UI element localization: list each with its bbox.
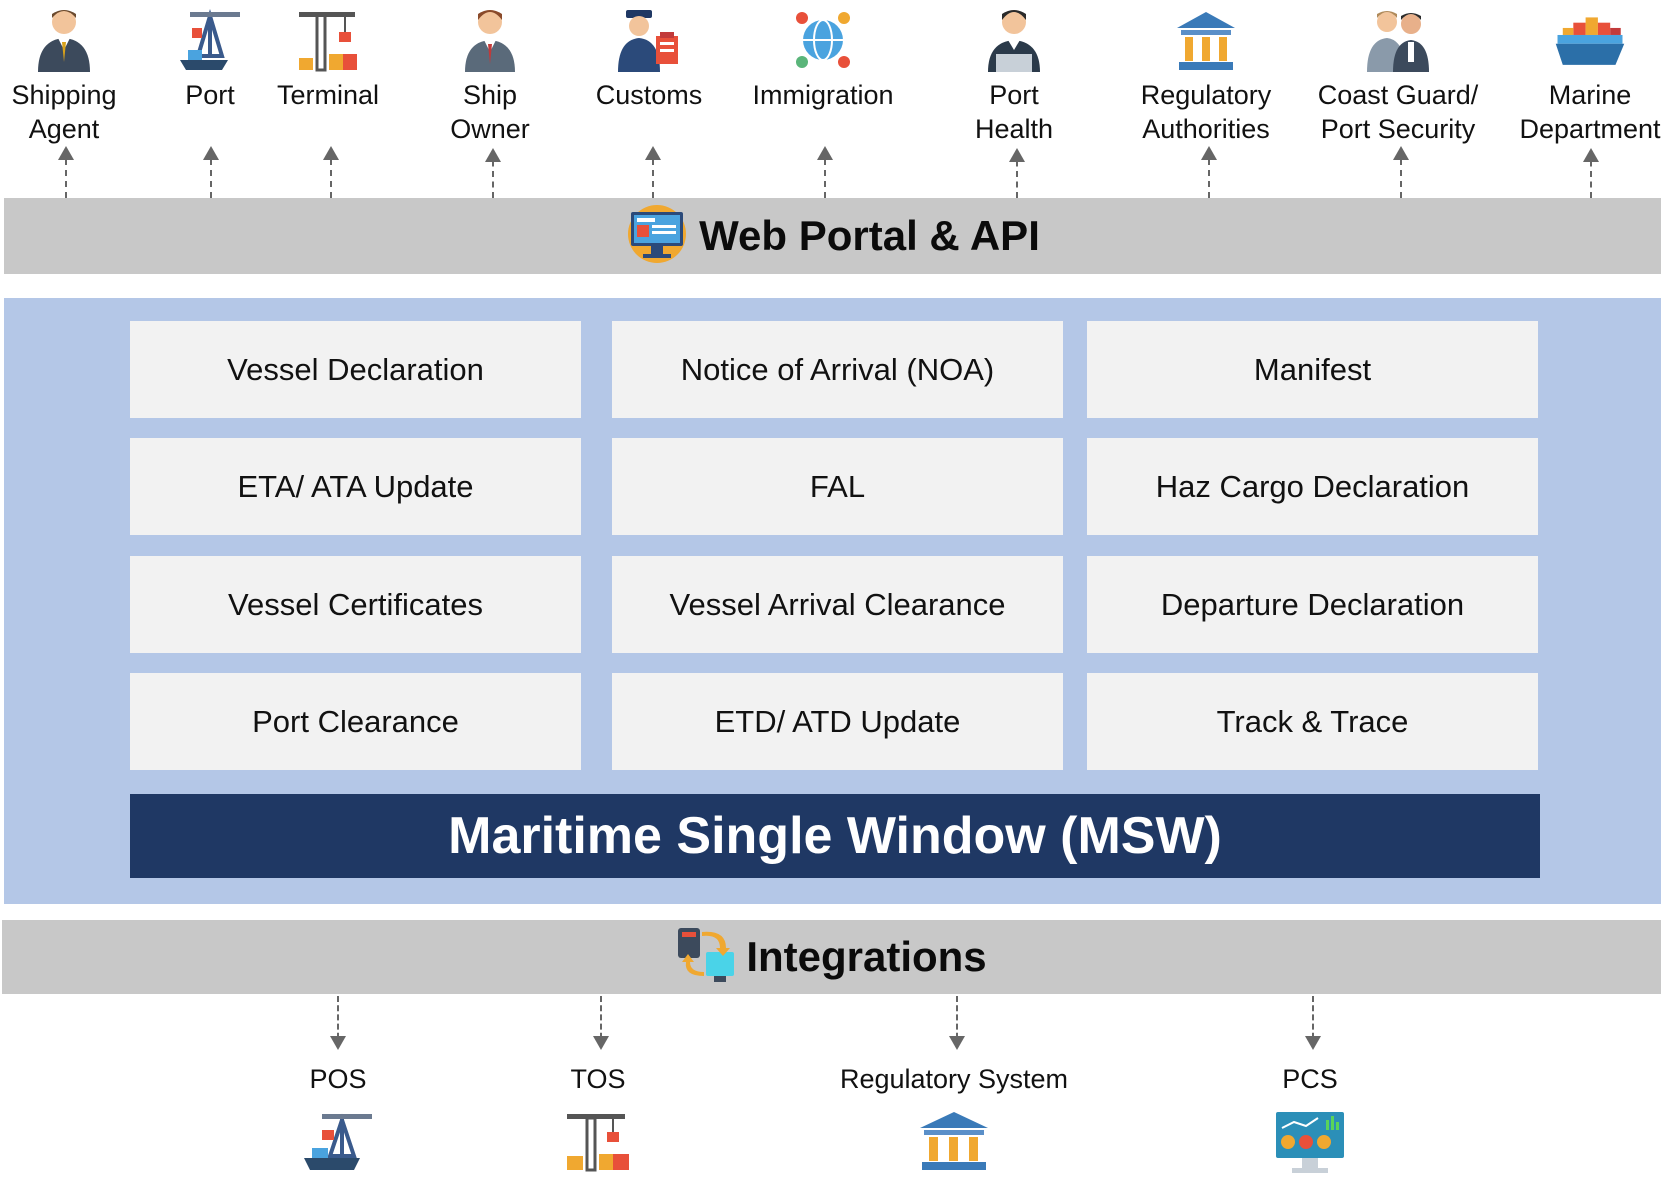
system-label: Regulatory System bbox=[839, 1064, 1069, 1094]
web-portal-icon bbox=[625, 204, 689, 269]
integrations-title: Integrations bbox=[746, 933, 987, 980]
stakeholder-label: Coast Guard/ Port Security bbox=[1317, 80, 1479, 144]
module-fal: FAL bbox=[612, 438, 1063, 535]
arrow-down-pos bbox=[330, 996, 346, 1050]
globe-network-icon bbox=[787, 0, 859, 72]
port-crane-icon bbox=[300, 1110, 376, 1182]
arrow-up-shipping-agent bbox=[58, 146, 74, 198]
terminal-crane-icon bbox=[560, 1110, 636, 1182]
module-vessel-certificates: Vessel Certificates bbox=[130, 556, 581, 653]
health-officer-icon bbox=[978, 0, 1050, 72]
system-tos: TOS bbox=[478, 1062, 718, 1182]
module-vessel-arrival-clearance: Vessel Arrival Clearance bbox=[612, 556, 1063, 653]
stakeholder-marine-department: Marine Department bbox=[1500, 0, 1661, 146]
module-vessel-declaration: Vessel Declaration bbox=[130, 321, 581, 418]
module-track-and-trace: Track & Trace bbox=[1087, 673, 1538, 770]
integrations-band: Integrations bbox=[2, 920, 1661, 994]
customs-officer-icon bbox=[613, 0, 685, 72]
stakeholder-customs: Customs bbox=[559, 0, 739, 112]
stakeholder-label: Regulatory Authorities bbox=[1140, 80, 1272, 144]
msw-title: Maritime Single Window (MSW) bbox=[130, 794, 1540, 878]
arrow-up-customs bbox=[645, 146, 661, 198]
stakeholder-label: Port bbox=[185, 80, 235, 110]
arrow-down-regulatory-system bbox=[949, 996, 965, 1050]
dashboard-monitor-icon bbox=[1272, 1110, 1348, 1182]
ship-owner-icon bbox=[454, 0, 526, 72]
arrow-up-ship-owner bbox=[485, 148, 501, 198]
businessman-icon bbox=[28, 0, 100, 72]
arrow-up-marine-department bbox=[1583, 148, 1599, 198]
arrow-up-regulatory-authorities bbox=[1201, 146, 1217, 198]
stakeholder-ship-owner: Ship Owner bbox=[400, 0, 580, 146]
system-pos: POS bbox=[218, 1062, 458, 1182]
system-regulatory-system: Regulatory System bbox=[834, 1062, 1074, 1182]
stakeholder-label: Ship Owner bbox=[450, 80, 530, 144]
arrow-down-tos bbox=[593, 996, 609, 1050]
stakeholder-shipping-agent: Shipping Agent bbox=[0, 0, 154, 146]
module-departure-declaration: Departure Declaration bbox=[1087, 556, 1538, 653]
integration-icon bbox=[676, 926, 736, 989]
system-pcs: PCS bbox=[1190, 1062, 1430, 1182]
stakeholder-immigration: Immigration bbox=[733, 0, 913, 112]
stakeholder-port-health: Port Health bbox=[924, 0, 1104, 146]
stakeholder-label: Terminal bbox=[276, 80, 380, 110]
web-portal-band: Web Portal & API bbox=[4, 198, 1661, 274]
stakeholder-coast-guard: Coast Guard/ Port Security bbox=[1308, 0, 1488, 146]
cargo-ship-icon bbox=[1554, 0, 1626, 72]
system-label: TOS bbox=[570, 1064, 626, 1094]
security-team-icon bbox=[1362, 0, 1434, 72]
system-label: PCS bbox=[1282, 1064, 1338, 1094]
arrow-up-port bbox=[203, 146, 219, 198]
arrow-up-immigration bbox=[817, 146, 833, 198]
stakeholder-regulatory-authorities: Regulatory Authorities bbox=[1116, 0, 1296, 146]
stakeholder-port: Port bbox=[120, 0, 300, 112]
terminal-crane-icon bbox=[292, 0, 364, 72]
stakeholder-label: Immigration bbox=[752, 80, 894, 110]
system-label: POS bbox=[309, 1064, 367, 1094]
stakeholder-label: Customs bbox=[595, 80, 703, 110]
arrow-up-coast-guard bbox=[1393, 146, 1409, 198]
module-manifest: Manifest bbox=[1087, 321, 1538, 418]
government-building-icon bbox=[916, 1110, 992, 1182]
stakeholder-label: Shipping Agent bbox=[11, 80, 117, 144]
module-eta-ata-update: ETA/ ATA Update bbox=[130, 438, 581, 535]
module-port-clearance: Port Clearance bbox=[130, 673, 581, 770]
government-building-icon bbox=[1170, 0, 1242, 72]
stakeholder-label: Port Health bbox=[974, 80, 1054, 144]
module-haz-cargo-declaration: Haz Cargo Declaration bbox=[1087, 438, 1538, 535]
web-portal-title: Web Portal & API bbox=[699, 212, 1040, 259]
module-notice-of-arrival: Notice of Arrival (NOA) bbox=[612, 321, 1063, 418]
stakeholder-label: Marine Department bbox=[1519, 80, 1661, 144]
arrow-up-terminal bbox=[323, 146, 339, 198]
stakeholder-terminal: Terminal bbox=[238, 0, 418, 112]
arrow-up-port-health bbox=[1009, 148, 1025, 198]
module-etd-atd-update: ETD/ ATD Update bbox=[612, 673, 1063, 770]
arrow-down-pcs bbox=[1305, 996, 1321, 1050]
port-crane-icon bbox=[174, 0, 246, 72]
